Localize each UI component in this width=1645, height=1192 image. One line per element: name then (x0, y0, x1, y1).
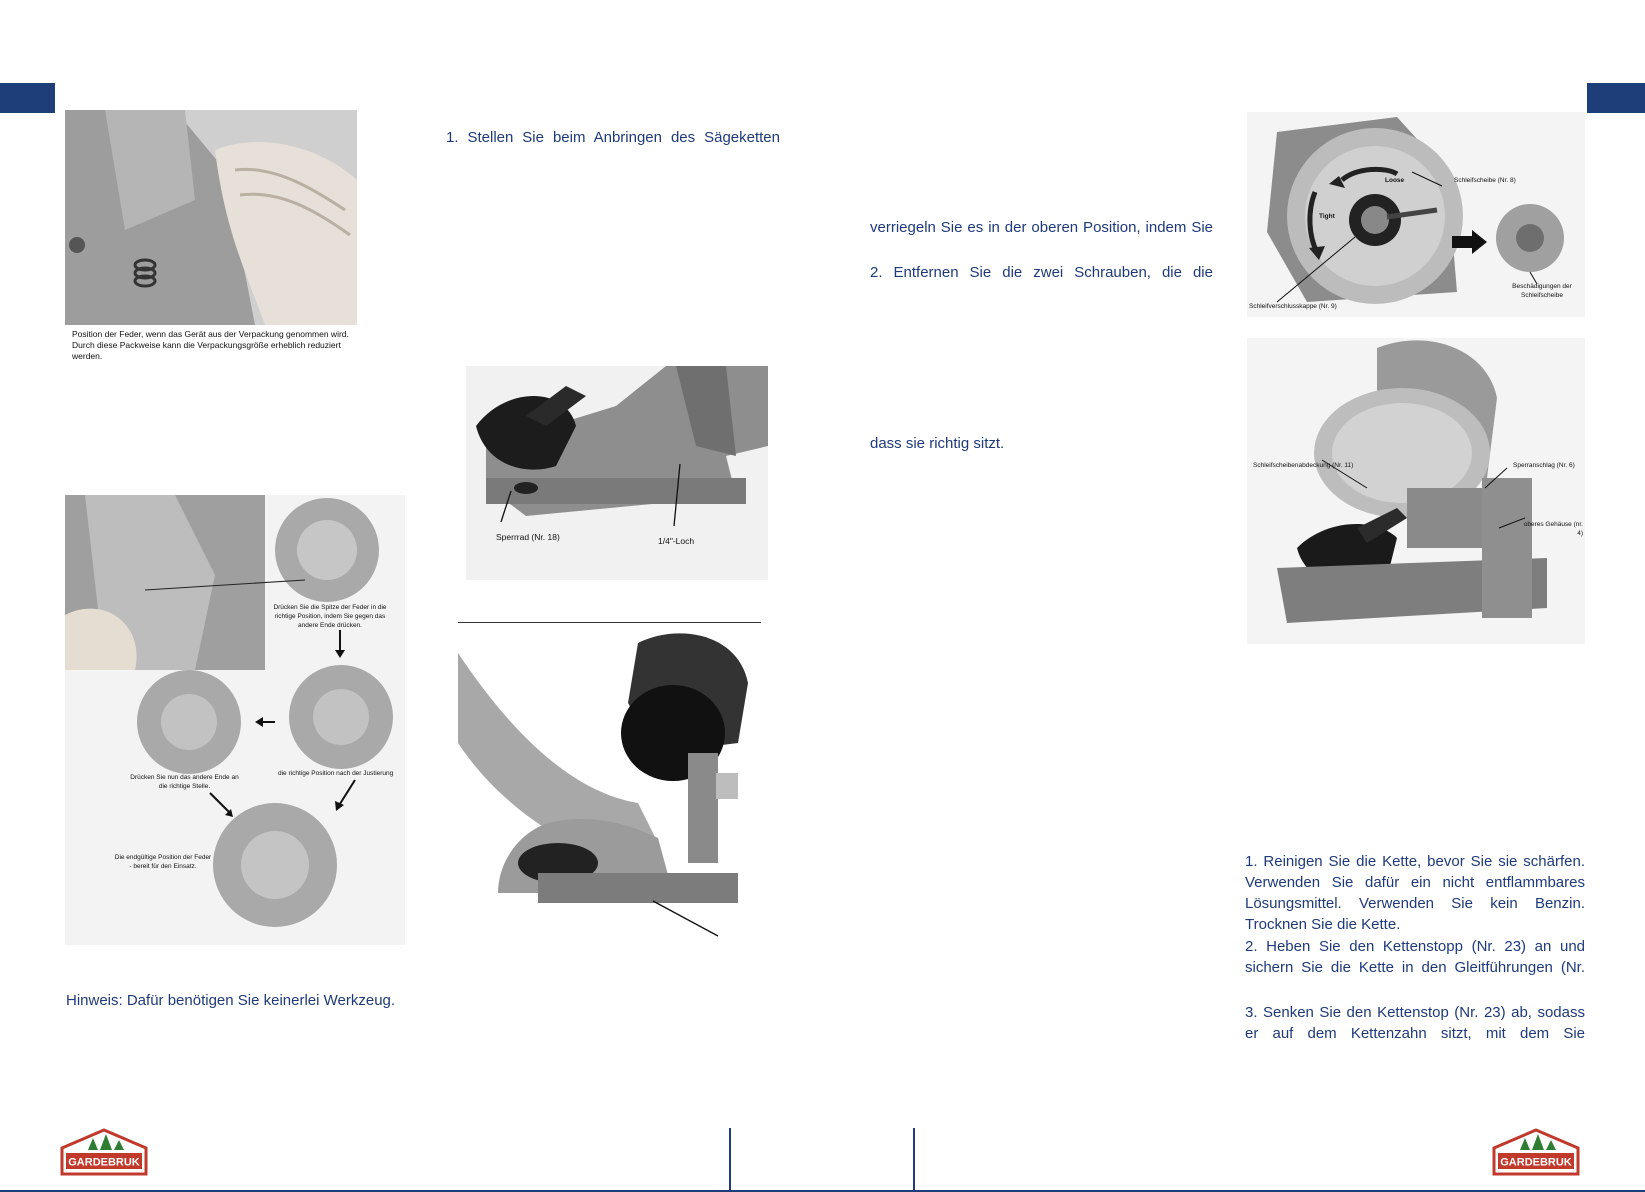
instruction-raise-stop: 2. Heben Sie den Kettenstopp (Nr. 23) an… (1245, 938, 1585, 976)
step-1-text: 1. Stellen Sie beim Anbringen des Sägeke… (446, 129, 780, 146)
wheel-cap-label: Schleifverschlusskappe (Nr. 9) (1249, 303, 1337, 310)
hands-mounting-photo (458, 622, 761, 938)
right-page-tab (1587, 83, 1645, 113)
spring-step-1-label: Drücken Sie die Spitze der Feder in die … (273, 604, 387, 629)
grinding-wheel-label: Schleifscheibe (Nr. 8) (1454, 177, 1516, 184)
tight-label: Tight (1319, 213, 1335, 220)
sperrrad-label: Sperrrad (Nr. 18) (496, 532, 560, 542)
lock-upper-position-text: verriegeln Sie es in der oberen Position… (870, 219, 1213, 236)
spring-adjustment-diagram: Drücken Sie die Spitze der Feder in die … (65, 495, 405, 945)
left-page-tab (0, 83, 55, 113)
sharpener-cover-figure: Schleifscheibenabdeckung (Nr. 11) Sperra… (1247, 338, 1585, 644)
stop-label: Sperranschlag (Nr. 6) (1513, 462, 1575, 469)
spring-packaging-photo (65, 110, 357, 325)
bottom-rule (0, 1190, 1645, 1192)
instruction-clean-chain: 1. Reinigen Sie die Kette, bevor Sie sie… (1245, 853, 1585, 933)
upper-housing-label: oberes Gehäuse (nr. 4) (1523, 521, 1583, 537)
spring-step-3-label: Drücken Sie nun das andere Ende an die r… (130, 774, 239, 790)
wheel-cover-label: Schleifscheibenabdeckung (Nr. 11) (1253, 462, 1354, 469)
base-sperrrad-photo: Sperrrad (Nr. 18) 1/4"-Loch (466, 366, 768, 580)
instruction-lower-stop: 3. Senken Sie den Kettenstop (Nr. 23) ab… (1245, 1004, 1585, 1042)
gardebruk-logo-left-text: GARDEBRUK (68, 1157, 140, 1169)
gardebruk-logo-right: GARDEBRUK (1490, 1128, 1582, 1178)
spring-step-4-label: Die endgültige Position der Feder - bere… (114, 854, 212, 870)
spine-line-right (913, 1128, 915, 1192)
grinding-wheel-figure: Loose Tight Schleifscheibe (Nr. 8) Schle… (1247, 112, 1585, 317)
gardebruk-logo-left: GARDEBRUK (58, 1128, 150, 1178)
spine-line-left (729, 1128, 731, 1192)
spring-step-2-label: die richtige Position nach der Justierun… (278, 770, 394, 777)
seated-correctly-text: dass sie richtig sitzt. (870, 435, 1005, 452)
loose-label: Loose (1385, 177, 1405, 184)
remove-screws-text: 2. Entfernen Sie die zwei Schrauben, die… (870, 264, 1213, 281)
wheel-damage-label: Beschädigungen der Schleifscheibe (1512, 283, 1572, 299)
spring-packaging-caption: Position der Feder, wenn das Gerät aus d… (72, 329, 349, 361)
tool-note: Hinweis: Dafür benötigen Sie keinerlei W… (66, 992, 396, 1009)
quarter-inch-hole-label: 1/4"-Loch (658, 536, 695, 546)
gardebruk-logo-right-text: GARDEBRUK (1500, 1157, 1572, 1169)
